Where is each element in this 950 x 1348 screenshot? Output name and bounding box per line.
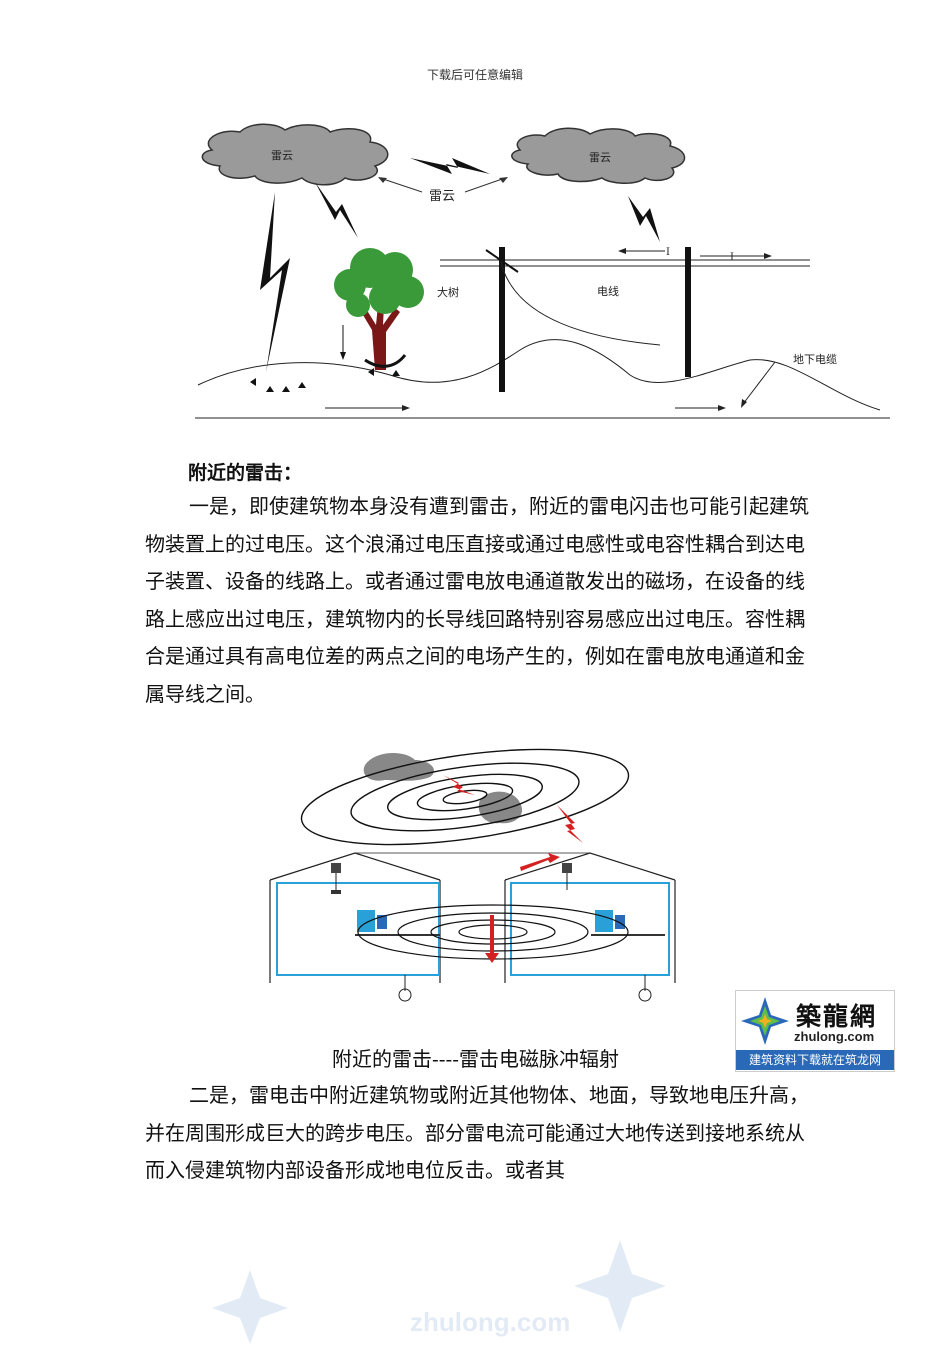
current-label-right: I xyxy=(730,252,734,263)
logo-english: zhulong.com xyxy=(794,1029,875,1044)
wire-lightning-bolt xyxy=(628,196,660,242)
emp-induced-current-red xyxy=(490,915,494,955)
ground-impact-arrows xyxy=(250,368,400,392)
emp-lightning-red-right xyxy=(557,805,583,843)
building-right xyxy=(504,852,676,1002)
emp-field-rings-upper xyxy=(300,748,630,846)
watermark-snowflake-icon xyxy=(212,1240,666,1344)
cloud-left-label: 雷云 xyxy=(271,149,293,162)
ground-lightning-bolt xyxy=(260,192,290,372)
emp-cloud-right xyxy=(478,791,523,824)
wire-label: 电线 xyxy=(597,284,619,298)
lightning-diagram: 雷云 雷云 雷云 大树 电线 I I 地下电缆 xyxy=(195,123,890,419)
tree-icon xyxy=(334,248,424,370)
logo-chinese: 築龍網 xyxy=(796,1002,878,1031)
cloud-right-label: 雷云 xyxy=(589,151,611,164)
thundercloud-left-shape xyxy=(201,123,389,186)
emp-lightning-red-upper xyxy=(443,775,475,795)
zhulong-logo: 築龍網 zhulong.com 建筑资料下载就在筑龙网 xyxy=(735,990,895,1072)
zhulong-logo-icon xyxy=(741,997,789,1045)
tree-label: 大树 xyxy=(437,285,459,299)
cloud-lightning-bolt xyxy=(410,158,490,174)
ground-hill-line xyxy=(197,339,881,411)
tree-lightning-bolt xyxy=(315,182,358,238)
figure-caption: 附近的雷击----雷击电磁脉冲辐射 xyxy=(332,1047,620,1071)
thundercloud-label: 雷云 xyxy=(429,189,455,204)
header-note: 下载后可任意编辑 xyxy=(426,68,523,82)
logo-slogan: 建筑资料下载就在筑龙网 xyxy=(736,1050,894,1070)
thundercloud-right-shape xyxy=(511,127,686,184)
building-left xyxy=(269,852,441,1002)
utility-pole-right xyxy=(685,247,691,377)
emp-induced-arrow xyxy=(520,853,560,871)
current-label-left: I xyxy=(666,247,670,258)
section-heading: 附近的雷击： xyxy=(188,462,303,484)
emp-radiation-diagram xyxy=(269,748,676,1002)
watermark-text: zhulong.com xyxy=(410,1307,571,1337)
utility-pole-left xyxy=(499,247,505,392)
watermark: zhulong.com xyxy=(210,1230,770,1344)
paragraph-1: 一是，即使建筑物本身没有遭到雷击，附近的雷电闪击也可能引起建筑物装置上的过电压。… xyxy=(145,494,809,706)
paragraph-2: 二是，雷电击中附近建筑物或附近其他物体、地面，导致地电压升高，并在周围形成巨大的… xyxy=(145,1083,809,1182)
cable-label: 地下电缆 xyxy=(793,353,837,366)
